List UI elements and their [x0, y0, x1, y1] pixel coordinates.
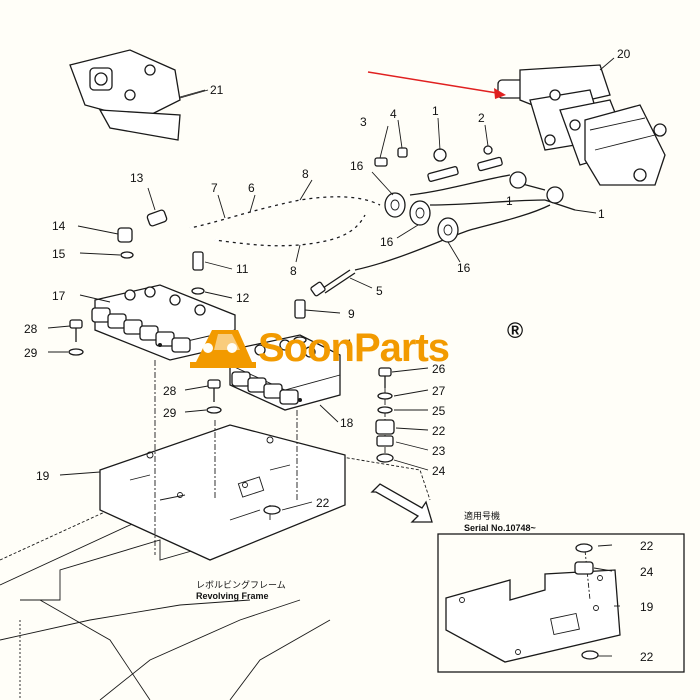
label-8b: 8	[290, 264, 297, 278]
label-22b: 22	[316, 496, 330, 510]
label-18: 18	[340, 416, 354, 430]
label-21: 21	[210, 83, 224, 97]
label-10: 1	[346, 337, 353, 351]
label-26: 26	[432, 362, 446, 376]
label-8a: 8	[302, 167, 309, 181]
registered-mark: ®	[507, 318, 524, 343]
label-19b: 19	[640, 600, 654, 614]
inset-title-jp: 適用号機	[464, 510, 500, 521]
label-3: 3	[360, 115, 367, 129]
frame-label: Revolving Frame	[196, 591, 269, 601]
label-24b: 24	[640, 565, 654, 579]
frame-label-jp: レボルビングフレーム	[196, 579, 286, 590]
label-2: 2	[478, 111, 485, 125]
label-6: 6	[248, 181, 255, 195]
label-14: 14	[52, 219, 66, 233]
label-13: 13	[130, 171, 144, 185]
mounting-lines	[154, 360, 386, 555]
grommets-16	[384, 192, 459, 243]
label-20: 20	[617, 47, 631, 61]
label-4: 4	[390, 107, 397, 121]
inset-box	[437, 533, 685, 673]
control-valve-18	[229, 334, 341, 411]
label-29a: 29	[24, 346, 38, 360]
inset-serial: Serial No.10748~	[464, 523, 536, 533]
part-labels: 20 21 3 4 1 2 16 16 16 1 1 8 6 7 8 5 9 1…	[24, 47, 654, 664]
bolts-28-29	[68, 319, 392, 414]
inset-arrow-icon	[370, 483, 433, 523]
bolts-3-4	[374, 147, 408, 167]
label-17: 17	[52, 289, 66, 303]
label-24a: 24	[432, 464, 446, 478]
leader-lines	[47, 57, 615, 511]
label-1c: 1	[598, 207, 605, 221]
watermark-text: SoonParts	[258, 326, 450, 370]
fittings-left	[117, 209, 307, 344]
label-23: 23	[432, 444, 446, 458]
label-1a: 1	[432, 104, 439, 118]
label-16b: 16	[380, 235, 394, 249]
label-29b: 29	[163, 406, 177, 420]
label-11: 11	[236, 262, 249, 276]
pilot-pump-21	[69, 49, 206, 141]
label-5: 5	[376, 284, 383, 298]
mount-stack	[263, 392, 395, 515]
hoses	[189, 174, 576, 297]
label-16a: 16	[350, 159, 364, 173]
label-15: 15	[52, 247, 66, 261]
label-12: 12	[236, 291, 250, 305]
hydraulic-pump-20	[497, 64, 667, 186]
label-16c: 16	[457, 261, 471, 275]
label-25: 25	[432, 404, 446, 418]
label-7: 7	[211, 181, 218, 195]
mounting-plate-19	[99, 424, 346, 561]
label-1b: 1	[506, 194, 513, 208]
soonparts-logo-icon	[190, 330, 256, 368]
label-28b: 28	[163, 384, 177, 398]
label-22c: 22	[640, 539, 654, 553]
label-28a: 28	[24, 322, 38, 336]
label-27: 27	[432, 384, 446, 398]
control-valve-17	[91, 284, 236, 361]
label-19a: 19	[36, 469, 50, 483]
label-9: 9	[348, 307, 355, 321]
fittings-1	[427, 145, 564, 204]
label-22a: 22	[432, 424, 446, 438]
label-22d: 22	[640, 650, 654, 664]
red-arrow	[367, 71, 506, 99]
